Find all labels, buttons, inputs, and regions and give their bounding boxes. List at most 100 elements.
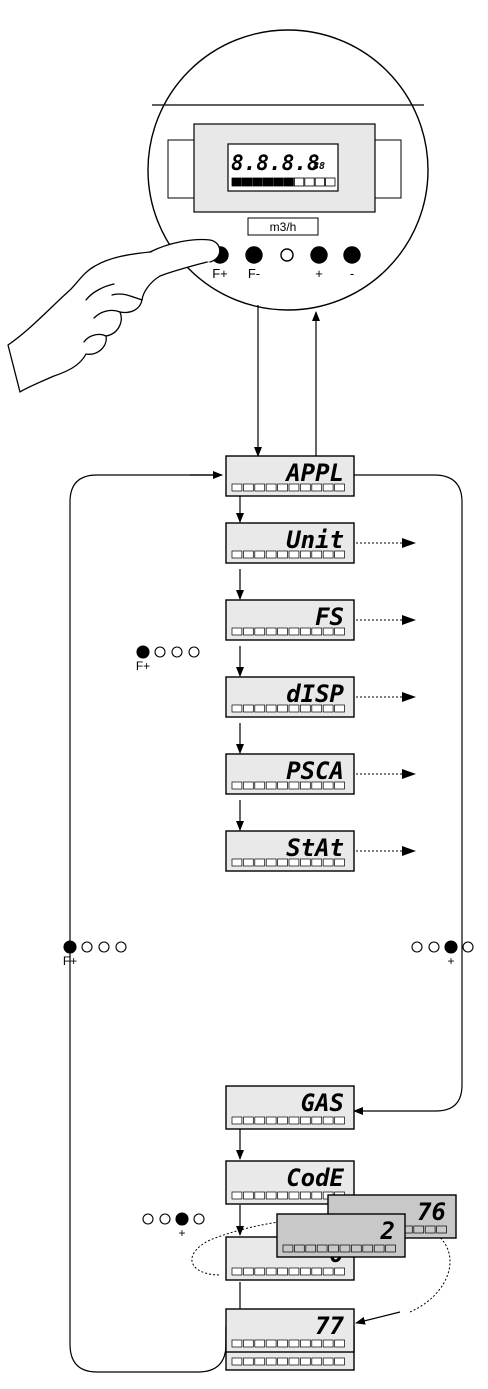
key-hint-label: F+: [136, 659, 150, 673]
lcd-box-segment: [436, 1225, 447, 1234]
lcd-box-text: FS: [315, 603, 344, 631]
button-dot[interactable]: [310, 246, 328, 264]
lcd-box-segment: [300, 1267, 311, 1276]
lcd-box-segment: [334, 1116, 345, 1125]
lcd-box-text: CodE: [286, 1164, 344, 1192]
submenu-arrow-icon: [402, 615, 416, 625]
lcd-box-segment: [231, 627, 243, 636]
lcd-box-segment: [277, 704, 288, 713]
key-hint: +: [142, 1212, 205, 1240]
lcd-box-segment: [277, 1357, 288, 1366]
keypad-button[interactable]: -: [343, 246, 361, 281]
bargraph-segment: [252, 177, 263, 187]
key-dot: [98, 941, 110, 953]
lcd-box-segment: [254, 1339, 266, 1348]
lcd-box-segment: [311, 1191, 323, 1200]
bargraph-segment: [304, 177, 315, 187]
lcd-box-segment: [277, 627, 288, 636]
keypad-button[interactable]: +: [310, 246, 328, 281]
keypad-button[interactable]: F-: [245, 246, 263, 281]
bargraph-segment: [314, 177, 326, 187]
lcd-box-segment: [322, 704, 334, 713]
lcd-box-segment: [300, 1339, 311, 1348]
lcd-box-segment: [322, 627, 334, 636]
lcd-box-segment: [328, 1244, 339, 1253]
lcd-box-segment: [334, 858, 345, 867]
lcd-box-segment: [322, 550, 334, 559]
display-bracket-right: [374, 139, 402, 199]
lcd-box-segment: [265, 1267, 277, 1276]
lcd-box-segment: [243, 1267, 254, 1276]
lcd-box-segment: [322, 1267, 334, 1276]
lcd-box-segment: [254, 1191, 266, 1200]
lcd-box-segment: [322, 1339, 334, 1348]
code-sequence-boxes: GASCodE0762177: [225, 1085, 457, 1371]
key-hint: +: [411, 940, 474, 968]
bargraph-segment: [283, 177, 294, 187]
display-bracket-left: [167, 139, 195, 199]
button-label: F-: [248, 266, 260, 281]
menu-item-box: APPL: [225, 455, 355, 497]
lcd-box-segment: [288, 1116, 300, 1125]
lcd-box-segment: [243, 627, 254, 636]
lcd-box-segment: [282, 1244, 294, 1253]
key-hints: F+F+++: [63, 645, 474, 1240]
lcd-box-segment: [288, 483, 300, 492]
lcd-box-segment: [322, 1357, 334, 1366]
lcd-bargraph: [231, 177, 336, 187]
key-hint-label: +: [447, 954, 454, 968]
lcd-box-segment: [288, 858, 300, 867]
lcd-box-segment: [277, 550, 288, 559]
lcd-box-segment: [277, 1267, 288, 1276]
lcd-box-segment: [254, 1267, 266, 1276]
lcd-box-segment: [254, 704, 266, 713]
key-dot: [159, 1213, 171, 1225]
lcd-box-segment: [265, 1116, 277, 1125]
lcd-box-segment: [339, 1244, 351, 1253]
lcd-box-segment: [265, 858, 277, 867]
lcd-box-segment: [300, 704, 311, 713]
key-hint-label: +: [178, 1226, 185, 1240]
lcd-box-text: StAt: [286, 834, 344, 862]
cycle-arrow-bottom: [355, 1311, 401, 1325]
lcd-box-segment: [243, 1357, 254, 1366]
lcd-box-segment: [231, 704, 243, 713]
lcd-box-text: GAS: [301, 1089, 344, 1117]
lcd-box-segment: [334, 1339, 345, 1348]
button-dot[interactable]: [343, 246, 361, 264]
lcd-box-segment: [385, 1244, 396, 1253]
lcd-box-segment: [300, 550, 311, 559]
button-dot[interactable]: [280, 248, 294, 262]
pressed-key-dot: [136, 645, 150, 659]
lcd-box-segment: [254, 1116, 266, 1125]
lcd-box-segment: [300, 858, 311, 867]
unit-label-box: [247, 217, 319, 236]
lcd-box-segment: [277, 858, 288, 867]
lcd-box-segment: [362, 1244, 374, 1253]
lcd-box-segment: [311, 1267, 323, 1276]
lcd-box-segment: [311, 781, 323, 790]
pressed-key-dot: [63, 940, 77, 954]
lcd-box-segment: [231, 858, 243, 867]
keypad-button[interactable]: [280, 248, 294, 262]
lcd-box-segment: [288, 1267, 300, 1276]
lcd-box-segment: [316, 1244, 328, 1253]
key-dot: [154, 646, 166, 658]
lcd-box-segment: [424, 1225, 436, 1234]
lcd-box-segment: [254, 781, 266, 790]
lcd-box-segment: [311, 483, 323, 492]
lcd-box-segment: [254, 627, 266, 636]
key-dot: [462, 941, 474, 953]
lcd-box-segment: [288, 1357, 300, 1366]
menu-item-box: PSCA: [225, 753, 355, 795]
lcd-box-segment: [413, 1225, 425, 1234]
lcd-box-segment: [231, 1357, 243, 1366]
key-dot: [428, 941, 440, 953]
lcd-box-segment: [254, 1357, 266, 1366]
lcd-box-segment: [288, 627, 300, 636]
menu-item-box: Unit: [225, 522, 355, 564]
lcd-box-segment: [334, 781, 345, 790]
button-dot[interactable]: [245, 246, 263, 264]
lcd-box-text: 77: [315, 1312, 344, 1340]
